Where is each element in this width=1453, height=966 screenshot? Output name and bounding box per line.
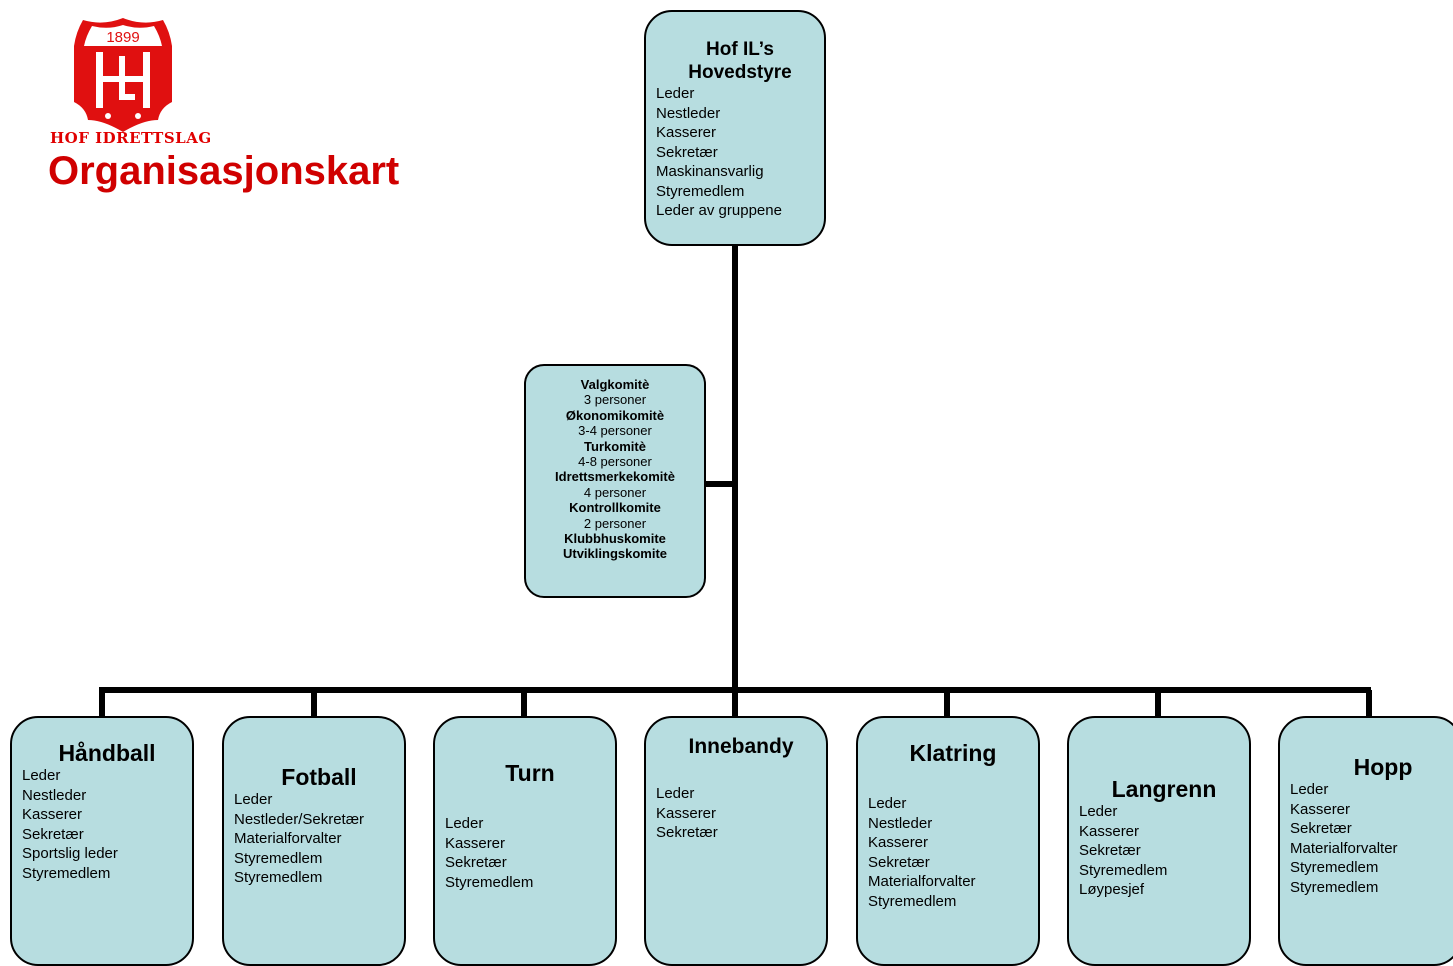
role-item: Leder: [1290, 781, 1329, 798]
hovedstyre-title: Hof IL’s Hovedstyre: [688, 39, 792, 83]
role-item: Materialforvalter: [868, 873, 976, 890]
group-title: Klatring: [909, 740, 997, 766]
group-box-fotball: Fotball Leder Nestleder/Sekretær Materia…: [222, 716, 406, 966]
group-roles: Leder Nestleder/Sekretær Materialforvalt…: [234, 790, 404, 888]
group-title: Fotball: [281, 764, 357, 790]
group-title: Håndball: [58, 740, 156, 766]
role-item: Materialforvalter: [1290, 839, 1398, 857]
role-item: Styremedlem: [1290, 878, 1379, 896]
role-item: Leder av gruppene: [656, 202, 782, 219]
group-box-turn: Turn Leder Kasserer Sekretær Styremedlem: [433, 716, 617, 966]
club-logo: 1899: [74, 18, 172, 132]
role-item: Sekretær: [1079, 842, 1141, 859]
komite-name: Idrettsmerkekomitè: [555, 469, 675, 485]
komite-size: 4 personer: [583, 484, 647, 500]
group-roles: Leder Kasserer Sekretær Styremedlem: [445, 814, 615, 892]
role-item: Leder: [445, 815, 484, 832]
group-title: Hopp: [1353, 754, 1413, 780]
komite-size: 3 personer: [583, 392, 647, 408]
role-item: Kasserer: [868, 834, 929, 851]
group-title: Langrenn: [1111, 776, 1217, 802]
role-item: Sekretær: [656, 143, 718, 161]
group-roles: Leder Kasserer Sekretær: [656, 784, 826, 843]
group-title: Innebandy: [688, 735, 794, 758]
role-item: Leder: [22, 767, 61, 784]
role-item: Nestleder: [22, 786, 87, 804]
role-item: Nestleder: [656, 104, 721, 122]
group-box-langrenn: Langrenn Leder Kasserer Sekretær Styreme…: [1067, 716, 1251, 966]
hovedstyre-roles: Leder Nestleder Kasserer Sekretær Maskin…: [656, 84, 824, 221]
role-item: Nestleder: [868, 814, 933, 832]
role-item: Løypesjef: [1079, 881, 1145, 898]
role-item: Styremedlem: [445, 873, 534, 891]
logo-year: 1899: [106, 29, 139, 46]
komite-name: Kontrollkomite: [569, 500, 661, 516]
role-item: Styremedlem: [1290, 859, 1379, 876]
group-roles: Leder Nestleder Kasserer Sekretær Sports…: [22, 766, 192, 883]
role-item: Styremedlem: [868, 892, 957, 910]
group-roles: Leder Kasserer Sekretær Styremedlem Løyp…: [1079, 802, 1249, 900]
komite-box: Valgkomitè 3 personer Økonomikomitè 3-4 …: [524, 364, 706, 598]
role-item: Styremedlem: [1079, 861, 1168, 879]
role-item: Maskinansvarlig: [656, 163, 764, 180]
role-item: Leder: [1079, 803, 1118, 820]
role-item: Sekretær: [656, 824, 718, 841]
group-roles: Leder Kasserer Sekretær Materialforvalte…: [1290, 780, 1453, 897]
role-item: Styremedlem: [234, 869, 323, 886]
role-item: Styremedlem: [22, 864, 111, 882]
group-roles: Leder Nestleder Kasserer Sekretær Materi…: [868, 794, 1038, 911]
role-item: Kasserer: [22, 806, 83, 823]
role-item: Nestleder/Sekretær: [234, 810, 365, 828]
role-item: Leder: [656, 85, 695, 102]
role-item: Sportslig leder: [22, 845, 118, 862]
komite-size: 3-4 personer: [578, 423, 652, 439]
group-box-hopp: Hopp Leder Kasserer Sekretær Materialfor…: [1278, 716, 1453, 966]
komite-name: Valgkomitè: [580, 377, 650, 392]
role-item: Kasserer: [656, 804, 717, 822]
group-title: Turn: [505, 760, 555, 786]
hovedstyre-box: Hof IL’s Hovedstyre Leder Nestleder Kass…: [644, 10, 826, 246]
role-item: Kasserer: [1290, 800, 1351, 818]
komite-size: 2 personer: [583, 515, 647, 531]
page-title: Organisasjonskart: [48, 149, 400, 193]
role-item: Sekretær: [22, 825, 84, 843]
role-item: Sekretær: [868, 853, 930, 871]
logo-text: HOF IDRETTSLAG: [50, 129, 212, 147]
role-item: Styremedlem: [656, 182, 745, 200]
role-item: Kasserer: [656, 124, 717, 141]
role-item: Leder: [234, 791, 273, 808]
komite-size: 4-8 personer: [578, 454, 652, 470]
group-box-innebandy: Innebandy Leder Kasserer Sekretær: [644, 716, 828, 966]
komite-name: Økonomikomitè: [565, 407, 665, 423]
komite-name: Klubbhuskomite: [564, 531, 666, 547]
group-box-haandball: Håndball Leder Nestleder Kasserer Sekret…: [10, 716, 194, 966]
role-item: Kasserer: [1079, 822, 1140, 840]
role-item: Kasserer: [445, 834, 506, 852]
role-item: Materialforvalter: [234, 830, 342, 847]
role-item: Styremedlem: [234, 849, 323, 867]
role-item: Sekretær: [445, 854, 507, 871]
role-item: Leder: [656, 785, 695, 802]
role-item: Sekretær: [1290, 820, 1352, 837]
group-box-klatring: Klatring Leder Nestleder Kasserer Sekret…: [856, 716, 1040, 966]
komite-name: Utviklingskomite: [562, 546, 668, 562]
komite-name: Turkomitè: [584, 438, 646, 454]
role-item: Leder: [868, 795, 907, 812]
